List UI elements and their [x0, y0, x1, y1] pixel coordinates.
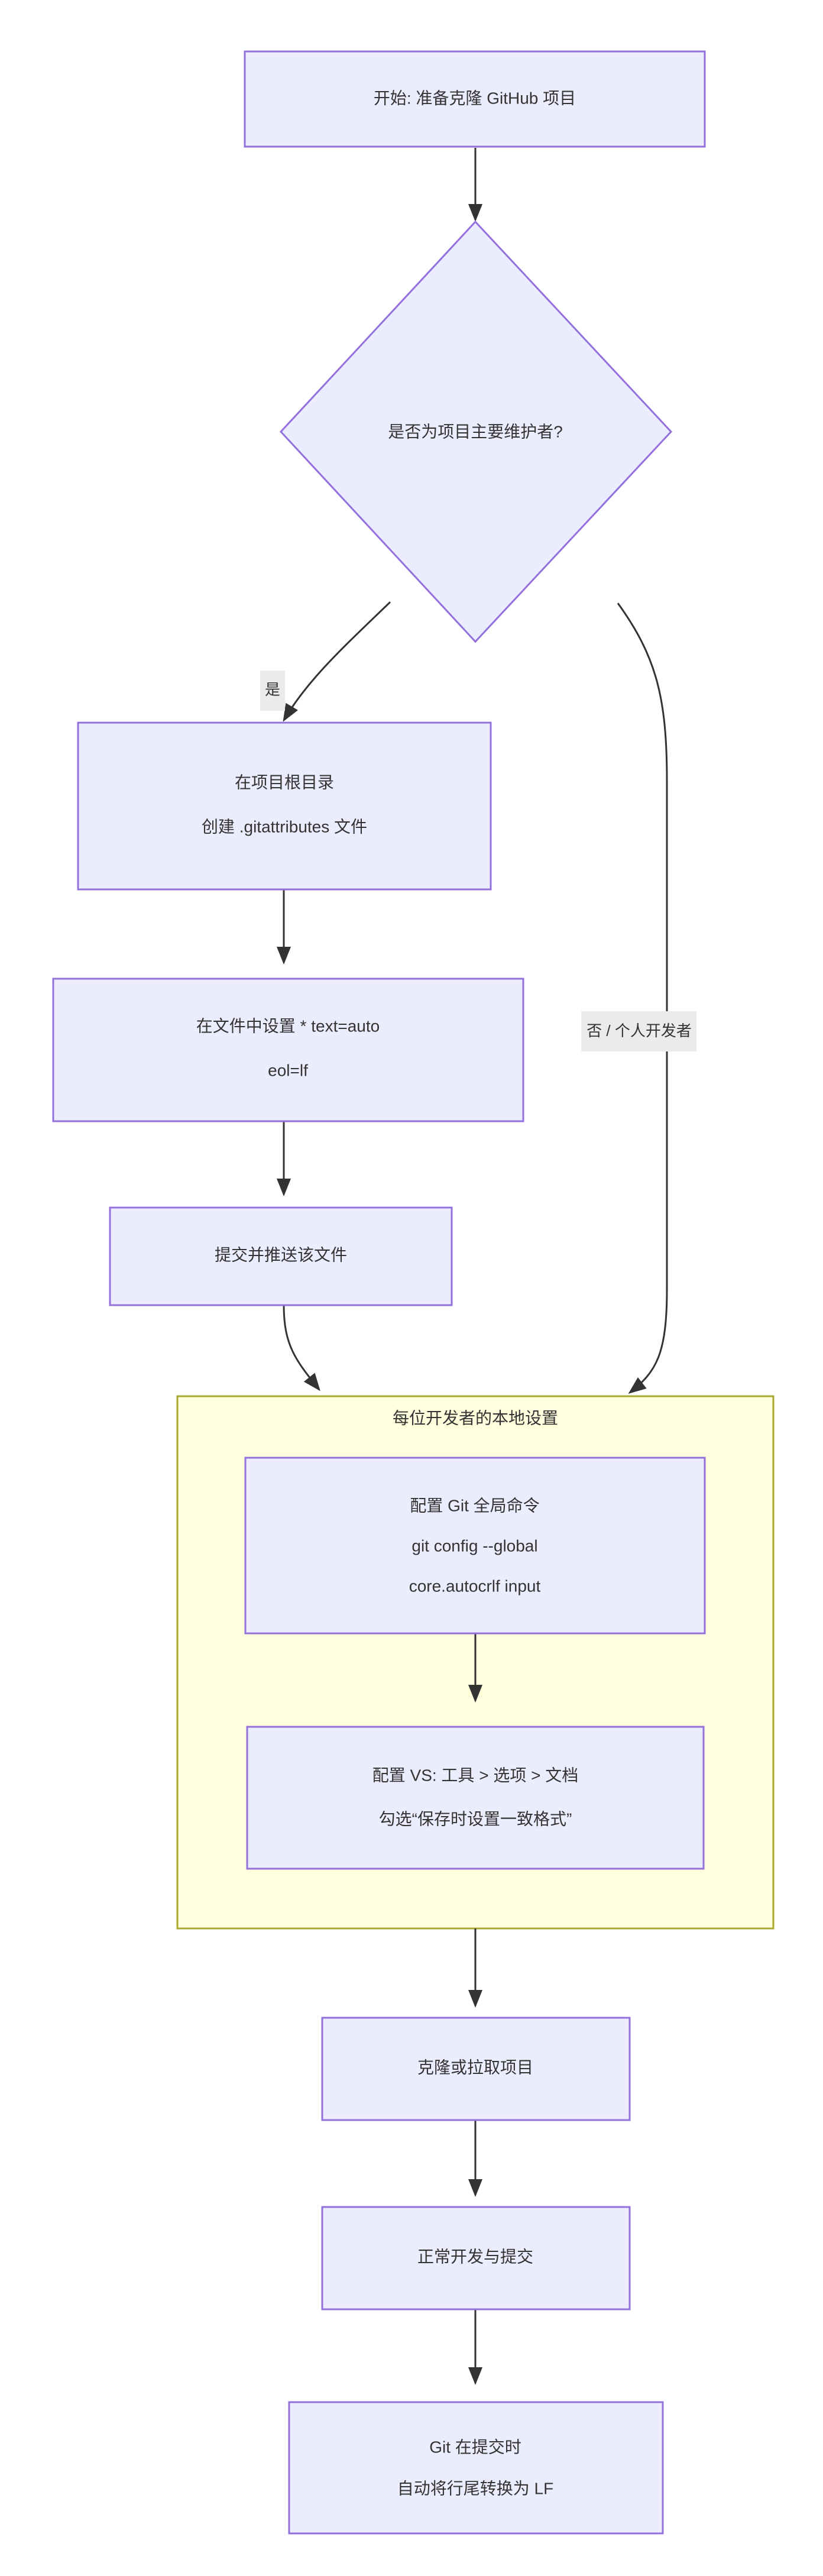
node-start[interactable]: 开始: 准备克隆 GitHub 项目: [244, 50, 706, 148]
edge-label-yes-bg: [260, 671, 285, 711]
edge-commit-push-to-local-setup: [283, 1305, 320, 1391]
node-develop-commit[interactable]: 正常开发与提交: [321, 2206, 631, 2310]
node-decision-box[interactable]: [279, 220, 673, 643]
node-develop-commit-box[interactable]: [321, 2206, 631, 2310]
node-decision[interactable]: 是否为项目主要维护者?: [279, 220, 673, 643]
node-vs-config-label-line-2: 勾选“保存时设置一致格式”: [379, 1810, 572, 1828]
edge-label-no-bg: [581, 1011, 696, 1051]
node-develop-commit-label-line-1: 正常开发与提交: [417, 2247, 533, 2266]
node-clone-pull[interactable]: 克隆或拉取项目: [321, 2017, 631, 2121]
edge-label-no-text: 否 / 个人开发者: [587, 1022, 692, 1040]
node-create-gitattributes[interactable]: 在项目根目录 创建 .gitattributes 文件: [77, 721, 492, 891]
node-set-text-auto-label-line-2: eol=lf: [268, 1061, 308, 1079]
node-git-converts-label-line-1: Git 在提交时: [429, 2438, 521, 2456]
node-vs-config-label-line-1: 配置 VS: 工具 > 选项 > 文档: [372, 1766, 579, 1784]
node-git-converts-label-line-2: 自动将行尾转换为 LF: [397, 2479, 553, 2497]
node-clone-pull-label-line-1: 克隆或拉取项目: [417, 2058, 533, 2076]
node-git-config-label-line-1: 配置 Git 全局命令: [410, 1496, 539, 1514]
node-git-config[interactable]: 配置 Git 全局命令 git config --global core.aut…: [244, 1457, 706, 1635]
edge-label-yes-text: 是: [265, 681, 280, 698]
node-create-gitattributes-box[interactable]: [77, 721, 492, 891]
cluster-local-setup-title: 每位开发者的本地设置: [393, 1409, 558, 1427]
node-git-converts[interactable]: Git 在提交时 自动将行尾转换为 LF: [288, 2401, 664, 2535]
node-commit-push-label-line-1: 提交并推送该文件: [215, 1245, 347, 1264]
node-create-gitattributes-label-line-1: 在项目根目录: [235, 773, 334, 791]
node-start-label-line-1: 开始: 准备克隆 GitHub 项目: [374, 89, 576, 107]
edge-decision-to-local-setup: [617, 603, 668, 1394]
node-set-text-auto-box[interactable]: [52, 978, 524, 1122]
node-git-config-label-line-2: git config --global: [412, 1536, 537, 1555]
edge-label-yes: 是: [260, 671, 285, 711]
node-set-text-auto-label-line-1: 在文件中设置 * text=auto: [196, 1017, 380, 1035]
node-create-gitattributes-label-line-2: 创建 .gitattributes 文件: [202, 817, 367, 836]
edge-decision-to-create-gitattributes: [283, 601, 391, 722]
edge-label-no: 否 / 个人开发者: [581, 1011, 696, 1051]
node-git-config-box[interactable]: [244, 1457, 706, 1635]
node-commit-push[interactable]: 提交并推送该文件: [109, 1206, 453, 1306]
node-git-converts-box[interactable]: [288, 2401, 664, 2535]
node-vs-config[interactable]: 配置 VS: 工具 > 选项 > 文档 勾选“保存时设置一致格式”: [246, 1726, 705, 1870]
node-vs-config-box[interactable]: [246, 1726, 705, 1870]
node-commit-push-box[interactable]: [109, 1206, 453, 1306]
node-decision-label-line-1: 是否为项目主要维护者?: [388, 422, 563, 441]
node-git-config-label-line-3: core.autocrlf input: [409, 1577, 541, 1595]
node-set-text-auto[interactable]: 在文件中设置 * text=auto eol=lf: [52, 978, 524, 1122]
node-clone-pull-box[interactable]: [321, 2017, 631, 2121]
node-start-box[interactable]: [244, 50, 706, 148]
